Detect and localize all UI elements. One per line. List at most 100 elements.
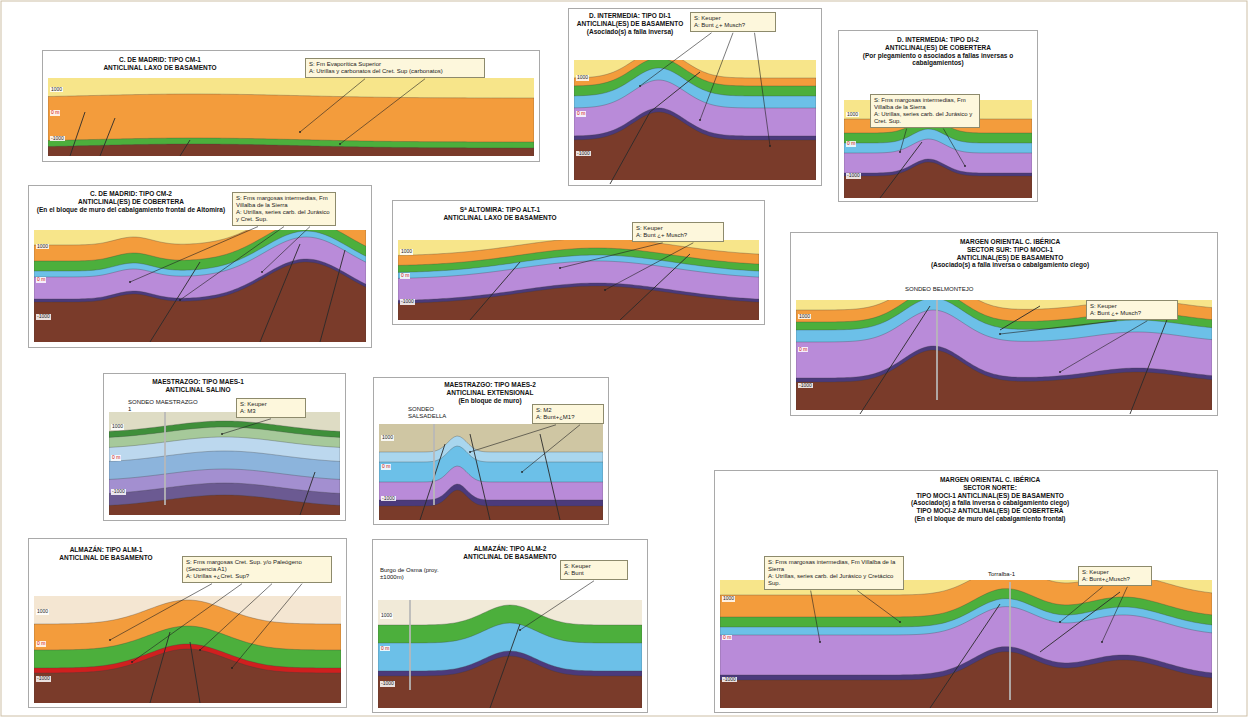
rock-layer xyxy=(574,68,816,180)
callout-text: A: Utrillas +¿Cret. Sup? xyxy=(186,573,328,580)
fault-line xyxy=(490,624,520,708)
leader-dot xyxy=(964,165,966,167)
leader-dot xyxy=(819,641,821,643)
rock-layer xyxy=(109,437,340,515)
depth-label: -1000 xyxy=(400,299,415,305)
leader-dot xyxy=(699,119,701,121)
section-panel: ALMAZÁN: TIPO ALM-2ANTICLINAL DE BASAMEN… xyxy=(372,539,648,713)
rock-layer xyxy=(720,647,1212,708)
section-panel: ALMAZÁN: TIPO ALM-1ANTICLINAL DE BASAMEN… xyxy=(28,538,347,708)
panel-title: Sª ALTOMIRA: TIPO ALT-1ANTICLINAL LAXO D… xyxy=(400,206,600,222)
title-line: SECTOR NORTE: xyxy=(770,484,1210,492)
leader-line xyxy=(900,129,907,152)
callout-text: A: M3 xyxy=(240,408,302,415)
fault-line xyxy=(860,306,930,414)
rock-layer xyxy=(796,300,1212,410)
depth-label: 0 m xyxy=(111,455,121,461)
leader-line xyxy=(1102,587,1127,642)
depth-label: 1000 xyxy=(381,435,394,441)
callout-text: S: Keuper xyxy=(636,225,720,232)
title-line: ANTICLINAL(ES) DE COBERTERA xyxy=(848,44,1028,52)
geologic-section xyxy=(720,580,1212,708)
leader-dot xyxy=(129,281,131,283)
title-line: D. INTERMEDIA: TIPO DI-2 xyxy=(848,36,1028,44)
leader-dot xyxy=(109,639,111,641)
rock-layer xyxy=(796,346,1212,410)
leader-line xyxy=(262,227,310,272)
leader-dot xyxy=(1059,371,1061,373)
leader-line xyxy=(132,584,242,662)
leader-dot xyxy=(261,271,263,273)
section-panel: MARGEN ORIENTAL C. IBÉRICASECTOR NORTE:T… xyxy=(714,470,1218,713)
leader-dot xyxy=(639,85,641,87)
geologic-section xyxy=(378,600,642,708)
fault-line xyxy=(650,72,700,112)
callout-text: A: Bunt ¿+ Musch? xyxy=(1090,310,1174,317)
leader-line xyxy=(130,227,258,282)
fault-line xyxy=(470,262,520,320)
panel-title: MAESTRAZGO: TIPO MAES-1ANTICLINAL SALINO xyxy=(118,378,278,394)
title-line: MAESTRAZGO: TIPO MAES-2 xyxy=(400,381,580,389)
leader-dot xyxy=(999,333,1001,335)
well-trace xyxy=(434,424,435,505)
well-label: SONDEO MAESTRAZGO 1 xyxy=(128,399,198,412)
leader-dot xyxy=(769,145,771,147)
title-line: MARGEN ORIENTAL C. IBÉRICA xyxy=(870,238,1150,246)
well-label: SONDEO BELMONTEJO xyxy=(905,286,977,293)
title-line: ANTICLINAL(ES) DE BASAMENTO xyxy=(574,20,686,28)
rock-layer xyxy=(34,262,366,342)
fault-line xyxy=(100,118,115,156)
title-line: ANTICLINAL LAXO DE BASAMENTO xyxy=(60,64,260,72)
depth-label: -1000 xyxy=(36,314,51,320)
fault-line xyxy=(320,250,345,342)
unit-callout: S: Fm Evaporítica SuperiorA: Utrillas y … xyxy=(305,58,485,78)
title-line: Sª ALTOMIRA: TIPO ALT-1 xyxy=(400,206,600,214)
depth-label: -1000 xyxy=(722,677,737,683)
title-line: (En el bloque de muro del cabalgamiento … xyxy=(770,515,1210,523)
fault-line xyxy=(70,112,85,156)
depth-label: 0 m xyxy=(400,273,410,279)
callout-text: S: Fms margosas intermedias, Fm Villalba… xyxy=(874,97,976,111)
fault-line xyxy=(610,112,650,184)
title-line: (Por plegamiento o asociados a fallas in… xyxy=(848,52,1028,68)
rock-layer xyxy=(378,651,642,708)
leader-line xyxy=(640,33,712,86)
fault-line xyxy=(150,262,200,342)
callout-text: S: Keuper xyxy=(240,401,302,408)
well-trace xyxy=(409,600,411,690)
unit-callout: S: Fms margosas intermedias, Fm Villalba… xyxy=(764,556,904,590)
title-line: (En el bloque de muro del cabalgamiento … xyxy=(36,206,226,214)
fault-line xyxy=(260,244,300,342)
depth-label: 0 m xyxy=(36,277,46,283)
leader-line xyxy=(1000,321,1117,334)
leader-line xyxy=(340,79,425,144)
panel-title: D. INTERMEDIA: TIPO DI-2ANTICLINAL(ES) D… xyxy=(848,36,1028,67)
fault-line xyxy=(1040,592,1120,652)
callout-text: S: Keuper xyxy=(1090,303,1174,310)
rock-layer xyxy=(379,436,603,520)
depth-label: -1000 xyxy=(846,173,861,179)
leader-line xyxy=(232,584,302,668)
rock-layer xyxy=(398,248,759,320)
callout-text: S: Keuper xyxy=(1082,569,1148,576)
section-panel: MAESTRAZGO: TIPO MAES-2ANTICLINAL EXTENS… xyxy=(373,377,609,525)
leader-line xyxy=(605,243,693,290)
depth-label: -1000 xyxy=(576,151,591,157)
section-panel: Sª ALTOMIRA: TIPO ALT-1ANTICLINAL LAXO D… xyxy=(392,200,765,325)
rock-layer xyxy=(796,300,1212,410)
leader-dot xyxy=(199,649,201,651)
leader-line xyxy=(755,33,771,146)
rock-layer xyxy=(720,589,1212,708)
geologic-section xyxy=(379,424,603,520)
callout-text: S: Fms margosas intermedias, Fm Villalba… xyxy=(236,195,332,209)
depth-label: 1000 xyxy=(576,75,589,81)
depth-label: 0 m xyxy=(36,641,46,647)
depth-label: 1000 xyxy=(846,112,859,118)
panel-title: ALMAZÁN: TIPO ALM-1ANTICLINAL DE BASAMEN… xyxy=(36,546,176,562)
leader-line xyxy=(522,425,580,472)
callout-text: S: Keuper xyxy=(564,563,624,570)
well-trace xyxy=(937,300,938,400)
rock-layer xyxy=(34,230,366,342)
rock-layer xyxy=(398,261,759,320)
